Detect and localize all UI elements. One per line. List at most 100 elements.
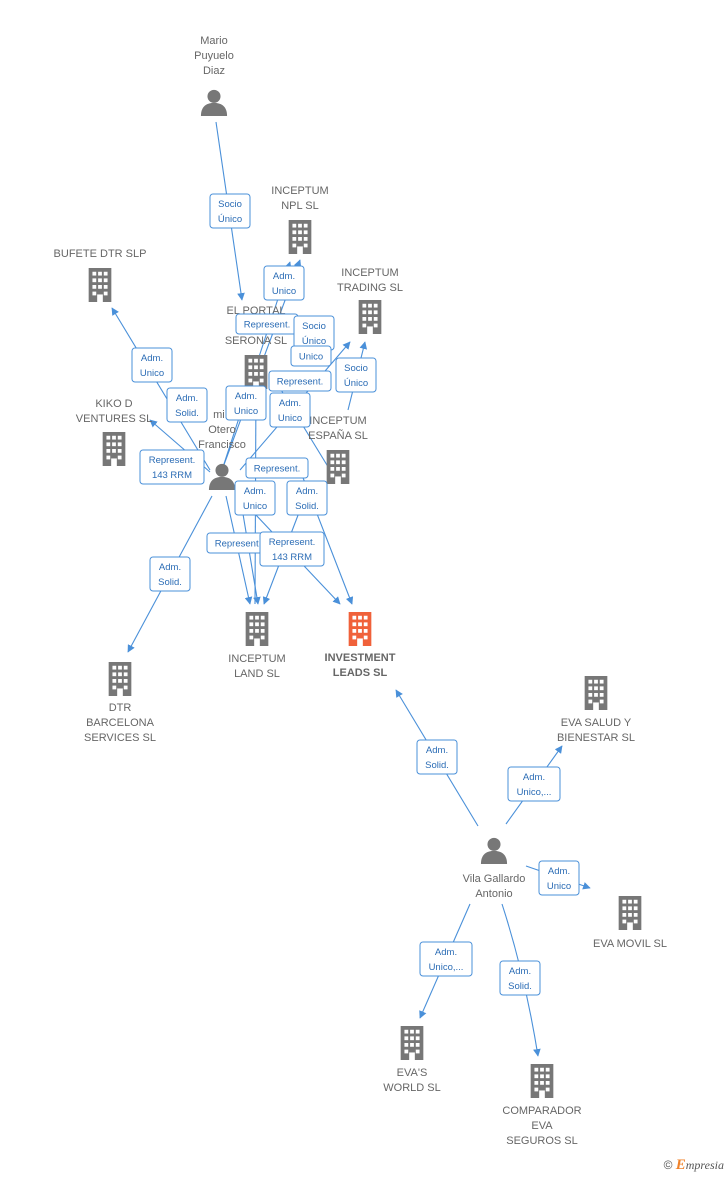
node-label: BIENESTAR SL [557,732,635,744]
node-label: DTR [109,702,132,714]
relation-label[interactable]: Represent. [235,313,299,335]
relation-label[interactable]: Represent.143 RRM [259,531,325,567]
relation-label[interactable]: Adm.Solid. [499,960,541,996]
relation-box [131,347,173,383]
relation-label[interactable]: Represent. [268,370,332,392]
relation-box [139,449,205,485]
relation-box [225,385,267,421]
node-label: VENTURES SL [76,413,152,425]
node-label: LAND SL [234,668,280,680]
relation-label[interactable]: Adm.Unico [131,347,173,383]
relation-text: Único [344,378,368,389]
node-label: SERONA SL [225,335,287,347]
relation-label[interactable]: Adm.Unico,... [419,941,473,977]
relation-text: Represent. [215,539,261,550]
relation-box [166,387,208,423]
brand-watermark: © Empresia [664,1157,724,1174]
relation-label[interactable]: Adm.Unico [269,392,311,428]
building-icon [358,300,382,334]
relation-text: Socio [344,363,368,374]
relation-text: Adm. [235,391,257,402]
relation-label[interactable]: Adm. Solid. [166,387,208,423]
relation-label[interactable]: Adm. Solid. [149,556,191,592]
node-inceptum_npl[interactable]: INCEPTUM NPL SL [271,185,329,254]
relation-text: Adm. [296,486,318,497]
relation-text: Unico [243,501,267,512]
building-icon [530,1064,554,1098]
relation-label[interactable]: Represent.143 RRM [139,449,205,485]
relation-text: Adm. [176,393,198,404]
node-label: Antonio [475,888,512,900]
relation-text: Unico [272,286,296,297]
relation-label[interactable]: Adm. Solid. [286,480,328,516]
relation-text: Adm. [435,947,457,958]
node-dtr_bcn[interactable]: DTR BARCELONA SERVICES SL [84,662,156,744]
node-label: INVESTMENT [325,652,396,664]
brand-logo-initial: E [675,1157,686,1173]
relation-box [149,556,191,592]
relation-text: Adm. [548,866,570,877]
relation-text: Adm. [273,271,295,282]
relation-label[interactable]: Adm.Solid. [416,739,458,775]
node-investment[interactable]: INVESTMENT LEADS SL [325,612,396,679]
relation-box [416,739,458,775]
node-bufete[interactable]: BUFETE DTR SLP [54,248,147,302]
node-label: EVA [531,1120,553,1132]
relation-box [538,860,580,896]
node-label: Otero [208,424,236,436]
relation-label[interactable]: Unico [290,345,332,367]
building-icon [326,450,350,484]
relation-text: Represent. [149,455,195,466]
relation-text: Unico [299,352,323,363]
relation-label[interactable]: Represent. [245,457,309,479]
relation-text: Represent. [277,377,323,388]
relation-text: Solid. [295,501,319,512]
building-icon [88,268,112,302]
node-label: SEGUROS SL [506,1135,578,1147]
node-inceptum_trading[interactable]: INCEPTUM TRADING SL [337,267,403,334]
person-icon [200,89,228,116]
relation-text: Unico,... [517,787,552,798]
node-label: INCEPTUM [309,415,366,427]
node-label: TRADING SL [337,282,403,294]
edge-domin-bufete [111,307,211,471]
node-label: Diaz [203,65,225,77]
relation-box [419,941,473,977]
node-label: Vila Gallardo [463,873,526,885]
relation-text: 143 RRM [272,552,312,563]
node-label: INCEPTUM [271,185,328,197]
node-comparador[interactable]: COMPARADOR EVA SEGUROS SL [502,1064,582,1147]
node-label: LEADS SL [333,667,388,679]
relation-text: Único [302,336,326,347]
relation-text: Solid. [158,577,182,588]
node-label: INCEPTUM [341,267,398,279]
node-eva_movil[interactable]: EVA MOVIL SL [593,896,667,950]
node-label: BARCELONA [86,717,155,729]
relation-label[interactable]: Adm. Unico [263,265,305,301]
relation-label[interactable]: Adm. Unico,... [507,766,561,802]
building-icon [400,1026,424,1060]
node-label: COMPARADOR [502,1105,581,1117]
relation-box [259,531,325,567]
relation-label[interactable]: Adm.Unico [234,480,276,516]
relation-text: Solid. [175,408,199,419]
relation-label[interactable]: Adm.Unico [538,860,580,896]
relation-text: Adm. [159,562,181,573]
node-label: NPL SL [281,200,319,212]
node-label: SERVICES SL [84,732,156,744]
relation-text: Adm. [523,772,545,783]
relation-box [507,766,561,802]
relation-label[interactable]: Adm.Unico [225,385,267,421]
relation-box [268,370,332,392]
